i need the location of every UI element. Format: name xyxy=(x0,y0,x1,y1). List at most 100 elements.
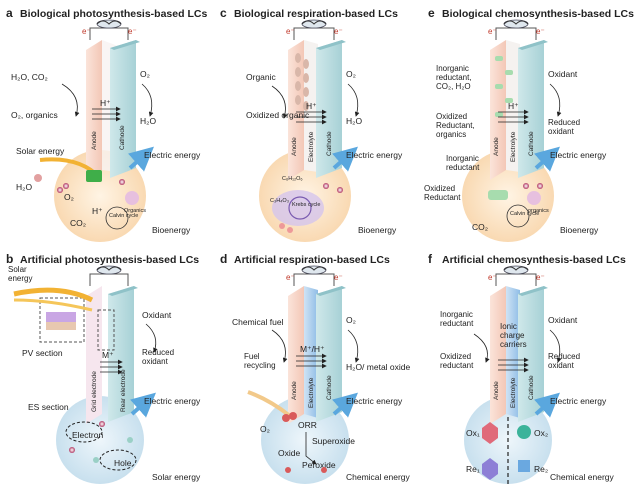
panel-title: Artificial photosynthesis-based LCs xyxy=(20,254,199,266)
ion-arrows xyxy=(100,359,123,375)
anode-flow-arrow xyxy=(271,329,288,363)
chloroplast-icon xyxy=(86,170,102,182)
bulb-label: H⁺ xyxy=(92,206,103,216)
anode-label: Anode xyxy=(91,131,98,150)
cathode-flow-arrow xyxy=(347,329,360,363)
cathode-reactant-label: O₂ xyxy=(346,69,356,79)
panel-title: Artificial respiration-based LCs xyxy=(234,254,390,266)
ion-label: H⁺ xyxy=(508,101,519,111)
lamp-filament-icon xyxy=(503,20,529,25)
electrolyte-label: Electrolyte xyxy=(510,377,517,408)
electron-label: e⁻ xyxy=(334,273,343,282)
ion-label: M⁺/H⁺ xyxy=(300,344,325,354)
reactant-label-box: Inorganic reductant, CO₂, H₂O xyxy=(436,64,472,91)
calvin-cycle-loop xyxy=(506,204,530,228)
panel-c: c Biological respiration-based LCs e⁻ e⁻… xyxy=(220,6,403,242)
electrolyte-label: Electrolyte xyxy=(308,131,315,162)
cathode-product-box: Reduced oxidant xyxy=(548,352,580,370)
cathode-product-label: H₂O xyxy=(346,116,362,126)
panel-d: d Artificial respiration-based LCs e⁻ e⁻… xyxy=(220,252,411,484)
cathode-label: Cathode xyxy=(119,125,126,150)
lamp-filament-icon xyxy=(301,266,327,271)
pv-layer-icon xyxy=(46,322,76,330)
electron-label: e⁻ xyxy=(536,273,545,282)
ion-arrows xyxy=(498,357,529,373)
cathode-plate xyxy=(316,286,342,422)
external-wire xyxy=(89,273,129,286)
electric-output-arrow xyxy=(128,146,154,172)
bulb-label: CO₂ xyxy=(472,222,488,232)
panel-letter: c xyxy=(220,6,227,20)
cathode-flow-arrow xyxy=(145,323,158,353)
ion-arrows xyxy=(498,109,529,125)
bulb-caption: Bioenergy xyxy=(358,225,397,235)
bulb-label: Oxide xyxy=(278,448,300,458)
bulb-label: Superoxide xyxy=(312,436,355,446)
electron-cluster xyxy=(65,421,103,443)
pv-layer-icon xyxy=(46,312,76,322)
water-molecule-icon xyxy=(34,174,42,182)
solar-input-box: Solar energy xyxy=(8,265,32,283)
bulb-label: H₂O xyxy=(16,182,32,192)
cathode-product-label: Reduced oxidant xyxy=(142,348,175,366)
bulb-label: O₂ xyxy=(64,192,74,202)
external-wire xyxy=(495,27,537,40)
lamp-filament-icon xyxy=(96,266,122,271)
cathode-product-box: Reduced oxidant xyxy=(548,118,580,136)
organics-icon xyxy=(125,191,139,205)
lamp-filament-icon xyxy=(301,20,327,25)
output-label: Electric energy xyxy=(346,396,403,406)
bulb-caption: Bioenergy xyxy=(152,225,191,235)
electron-label: e⁻ xyxy=(488,273,497,282)
cathode-edge xyxy=(518,40,548,50)
external-wire xyxy=(293,27,335,40)
panel-letter: b xyxy=(6,252,13,266)
cathode-reactant-label: Oxidant xyxy=(548,315,578,325)
electron-label: e⁻ xyxy=(286,27,295,36)
bulb-caption: Bioenergy xyxy=(560,225,599,235)
electric-output-arrow xyxy=(130,392,156,418)
bulb-label: Krebs cycle xyxy=(292,202,320,208)
anode-plate xyxy=(490,40,506,180)
cathode-reactant-label: O₂ xyxy=(140,69,150,79)
reaction-arrow xyxy=(305,432,317,465)
oxygen-flow-arrow xyxy=(247,390,292,418)
bulb-label: Hole xyxy=(114,458,132,468)
product-label-box: Oxidized Reductant, organics xyxy=(436,112,475,139)
output-label: Electric energy xyxy=(346,150,403,160)
bulb-label: Calvin cycle xyxy=(510,211,539,217)
panel-a: a Biological photosynthesis-based LCs e⁻… xyxy=(6,6,207,242)
bulb-caption: Chemical energy xyxy=(550,472,615,482)
bulb-reactant-box: Inorganic reductant xyxy=(446,154,479,172)
electrolyte-layer xyxy=(506,286,520,418)
anode-flow-arrow xyxy=(473,333,490,363)
ion-label: H⁺ xyxy=(100,98,111,108)
ion-arrows xyxy=(296,109,327,125)
lamp-filament-icon xyxy=(96,20,122,25)
electric-output-arrow xyxy=(534,146,560,172)
panel-letter: e xyxy=(428,6,435,20)
anode-plate xyxy=(490,286,506,424)
cathode-plate xyxy=(110,40,136,178)
cathode-label: Cathode xyxy=(326,131,333,156)
bulb-label: ORR xyxy=(298,420,317,430)
bulb-label: Organics xyxy=(124,208,146,214)
cathode-product-label: H₂O/ metal oxide xyxy=(346,362,411,372)
anode-label: Anode xyxy=(291,381,298,400)
anode-flow-arrow xyxy=(61,83,80,117)
electron-label: e⁻ xyxy=(488,27,497,36)
cathode-edge xyxy=(316,286,346,296)
panel-title: Biological chemosynthesis-based LCs xyxy=(442,8,634,20)
output-label: Electric energy xyxy=(550,396,607,406)
rear-electrode-label: Rear electrode xyxy=(120,369,127,412)
cathode-plate xyxy=(518,40,544,178)
bulb-label: Re₁ xyxy=(466,464,480,474)
product-label: Oxidized organic xyxy=(246,110,310,120)
ion-label: M⁺ xyxy=(102,350,114,360)
cathode-edge xyxy=(108,286,138,296)
re1-molecule-icon xyxy=(482,458,498,480)
reactant-label-box: Inorganic reductant xyxy=(440,310,473,328)
reactant-label: Organic xyxy=(246,72,277,82)
anode-label: Anode xyxy=(493,137,500,156)
